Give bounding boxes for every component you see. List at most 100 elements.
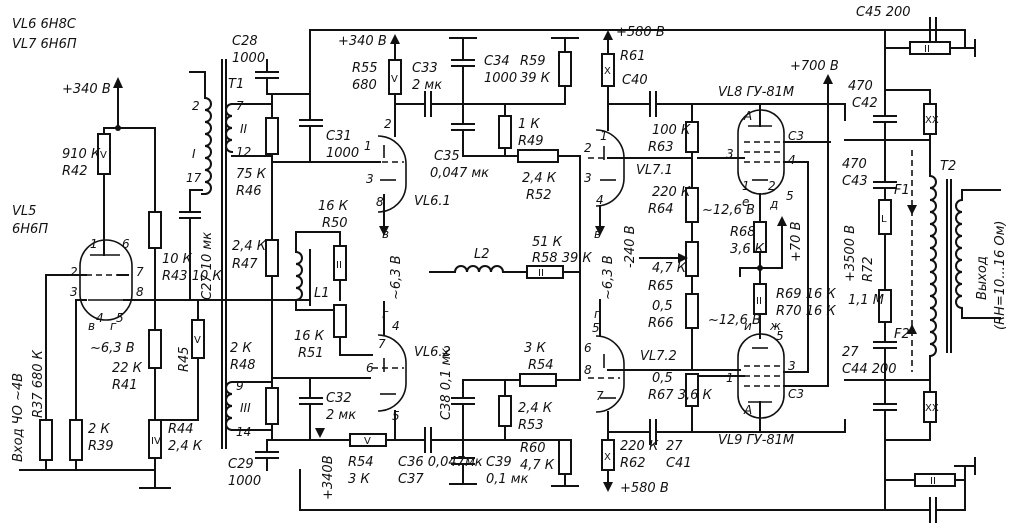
svg-text:220 К: 220 К bbox=[620, 439, 659, 454]
svg-text:+70 В: +70 В bbox=[789, 221, 804, 262]
svg-text:R65: R65 bbox=[648, 279, 674, 294]
svg-text:V: V bbox=[100, 150, 107, 161]
svg-text:II: II bbox=[336, 260, 342, 271]
svg-text:2,4 К: 2,4 К bbox=[232, 239, 267, 254]
svg-text:4: 4 bbox=[96, 311, 104, 325]
svg-text:F2: F2 bbox=[894, 327, 910, 342]
svg-text:R63: R63 bbox=[648, 140, 674, 155]
svg-text:4,7 К: 4,7 К bbox=[520, 458, 555, 473]
svg-text:2,4 К: 2,4 К bbox=[522, 171, 557, 186]
svg-text:3: 3 bbox=[584, 171, 592, 185]
svg-text:470: 470 bbox=[842, 157, 867, 172]
svg-text:6: 6 bbox=[122, 237, 130, 251]
svg-text:R61: R61 bbox=[620, 49, 646, 64]
svg-text:16 К: 16 К bbox=[294, 329, 325, 344]
svg-text:3 К: 3 К bbox=[348, 472, 370, 487]
svg-text:L2: L2 bbox=[474, 247, 490, 262]
svg-text:~12,6 В: ~12,6 В bbox=[708, 313, 761, 328]
svg-text:R67 3,6 К: R67 3,6 К bbox=[648, 388, 713, 403]
svg-text:4: 4 bbox=[788, 153, 796, 167]
svg-text:С44 200: С44 200 bbox=[842, 362, 897, 377]
resistor-r69 bbox=[909, 41, 951, 55]
svg-text:R49: R49 bbox=[518, 134, 544, 149]
header-line2: VL7 6Н6П bbox=[12, 37, 77, 52]
svg-text:9: 9 bbox=[236, 379, 244, 393]
svg-text:+580 В: +580 В bbox=[620, 481, 669, 496]
resistor-r38 bbox=[69, 419, 83, 461]
resistor-r55 bbox=[526, 265, 564, 279]
r37-label: R37 680 К bbox=[31, 349, 46, 418]
svg-text:5: 5 bbox=[776, 329, 784, 343]
r40-value: R43 10 К bbox=[162, 269, 222, 284]
tube-vl7-2 bbox=[595, 335, 625, 413]
svg-text:+580 В: +580 В bbox=[616, 25, 665, 40]
svg-text:0,5: 0,5 bbox=[652, 371, 673, 386]
svg-text:17: 17 bbox=[186, 171, 202, 185]
svg-text:R64: R64 bbox=[648, 202, 674, 217]
svg-text:+340 В: +340 В bbox=[338, 34, 387, 49]
svg-text:г: г bbox=[382, 307, 389, 321]
svg-text:4: 4 bbox=[392, 319, 400, 333]
svg-text:6: 6 bbox=[366, 361, 374, 375]
svg-text:3: 3 bbox=[70, 285, 78, 299]
resistor-r53 bbox=[517, 149, 559, 163]
svg-text:2 К: 2 К bbox=[88, 422, 110, 437]
svg-text:0,5: 0,5 bbox=[652, 299, 673, 314]
svg-text:5: 5 bbox=[116, 311, 124, 325]
svg-text:+340В: +340В bbox=[321, 455, 336, 500]
svg-text:7: 7 bbox=[378, 337, 386, 351]
svg-text:IV: IV bbox=[151, 436, 161, 447]
c27-label: С27 10 мк bbox=[200, 232, 215, 300]
svg-text:II: II bbox=[924, 44, 930, 55]
svg-text:R45: R45 bbox=[177, 346, 192, 372]
svg-text:1: 1 bbox=[726, 371, 734, 385]
svg-text:-240 В: -240 В bbox=[623, 225, 638, 268]
svg-text:С31: С31 bbox=[326, 129, 352, 144]
resistor-r51 bbox=[498, 115, 512, 149]
svg-text:I: I bbox=[192, 147, 196, 161]
svg-text:R72: R72 bbox=[861, 256, 876, 282]
svg-text:1000: 1000 bbox=[326, 146, 359, 161]
svg-text:6: 6 bbox=[584, 341, 592, 355]
svg-text:4,7 К: 4,7 К bbox=[652, 261, 687, 276]
svg-text:4: 4 bbox=[596, 193, 604, 207]
svg-text:А: А bbox=[743, 403, 752, 417]
r39-label: 910 К bbox=[62, 147, 101, 162]
tube-vl5 bbox=[79, 239, 133, 321]
svg-text:220 К: 220 К bbox=[652, 185, 691, 200]
svg-text:С40: С40 bbox=[622, 73, 648, 88]
svg-text:100 К: 100 К bbox=[652, 123, 691, 138]
transformer-t1: T1 2 I 17 7 II 12 9 III 14 bbox=[186, 59, 251, 449]
svg-text:1000: 1000 bbox=[232, 51, 265, 66]
svg-text:XX: XX bbox=[925, 115, 939, 126]
svg-text:С45 200: С45 200 bbox=[856, 5, 911, 20]
svg-text:3: 3 bbox=[788, 359, 796, 373]
svg-text:1: 1 bbox=[742, 179, 750, 193]
svg-text:R41: R41 bbox=[112, 378, 138, 393]
svg-text:8: 8 bbox=[136, 285, 144, 299]
output-stage: VL8 ГУ-81М А С3 1 2 3 4 5 е д ~12,6 В +7… bbox=[697, 59, 846, 448]
svg-text:R51: R51 bbox=[298, 346, 324, 361]
svg-text:А: А bbox=[743, 109, 752, 123]
svg-text:7: 7 bbox=[136, 265, 144, 279]
svg-text:3,6 К: 3,6 К bbox=[730, 242, 765, 257]
svg-text:2: 2 bbox=[768, 179, 776, 193]
svg-text:С33: С33 bbox=[412, 61, 438, 76]
resistor-r44 bbox=[265, 117, 279, 155]
svg-text:R59: R59 bbox=[520, 54, 546, 69]
svg-text:~12,6 В: ~12,6 В bbox=[702, 203, 755, 218]
heater-vl5: ~6,3 В bbox=[90, 341, 135, 356]
svg-text:в: в bbox=[382, 227, 389, 241]
svg-text:V: V bbox=[194, 335, 201, 346]
svg-text:27: 27 bbox=[666, 439, 683, 454]
resistor-r37 bbox=[39, 419, 53, 461]
svg-text:II: II bbox=[756, 296, 762, 307]
svg-text:R46: R46 bbox=[236, 184, 262, 199]
resistor-r40 bbox=[148, 211, 162, 249]
svg-text:R54: R54 bbox=[348, 455, 374, 470]
svg-text:в: в bbox=[594, 227, 601, 241]
svg-text:R52: R52 bbox=[526, 188, 552, 203]
svg-text:T2: T2 bbox=[940, 159, 956, 174]
svg-text:7: 7 bbox=[596, 389, 604, 403]
